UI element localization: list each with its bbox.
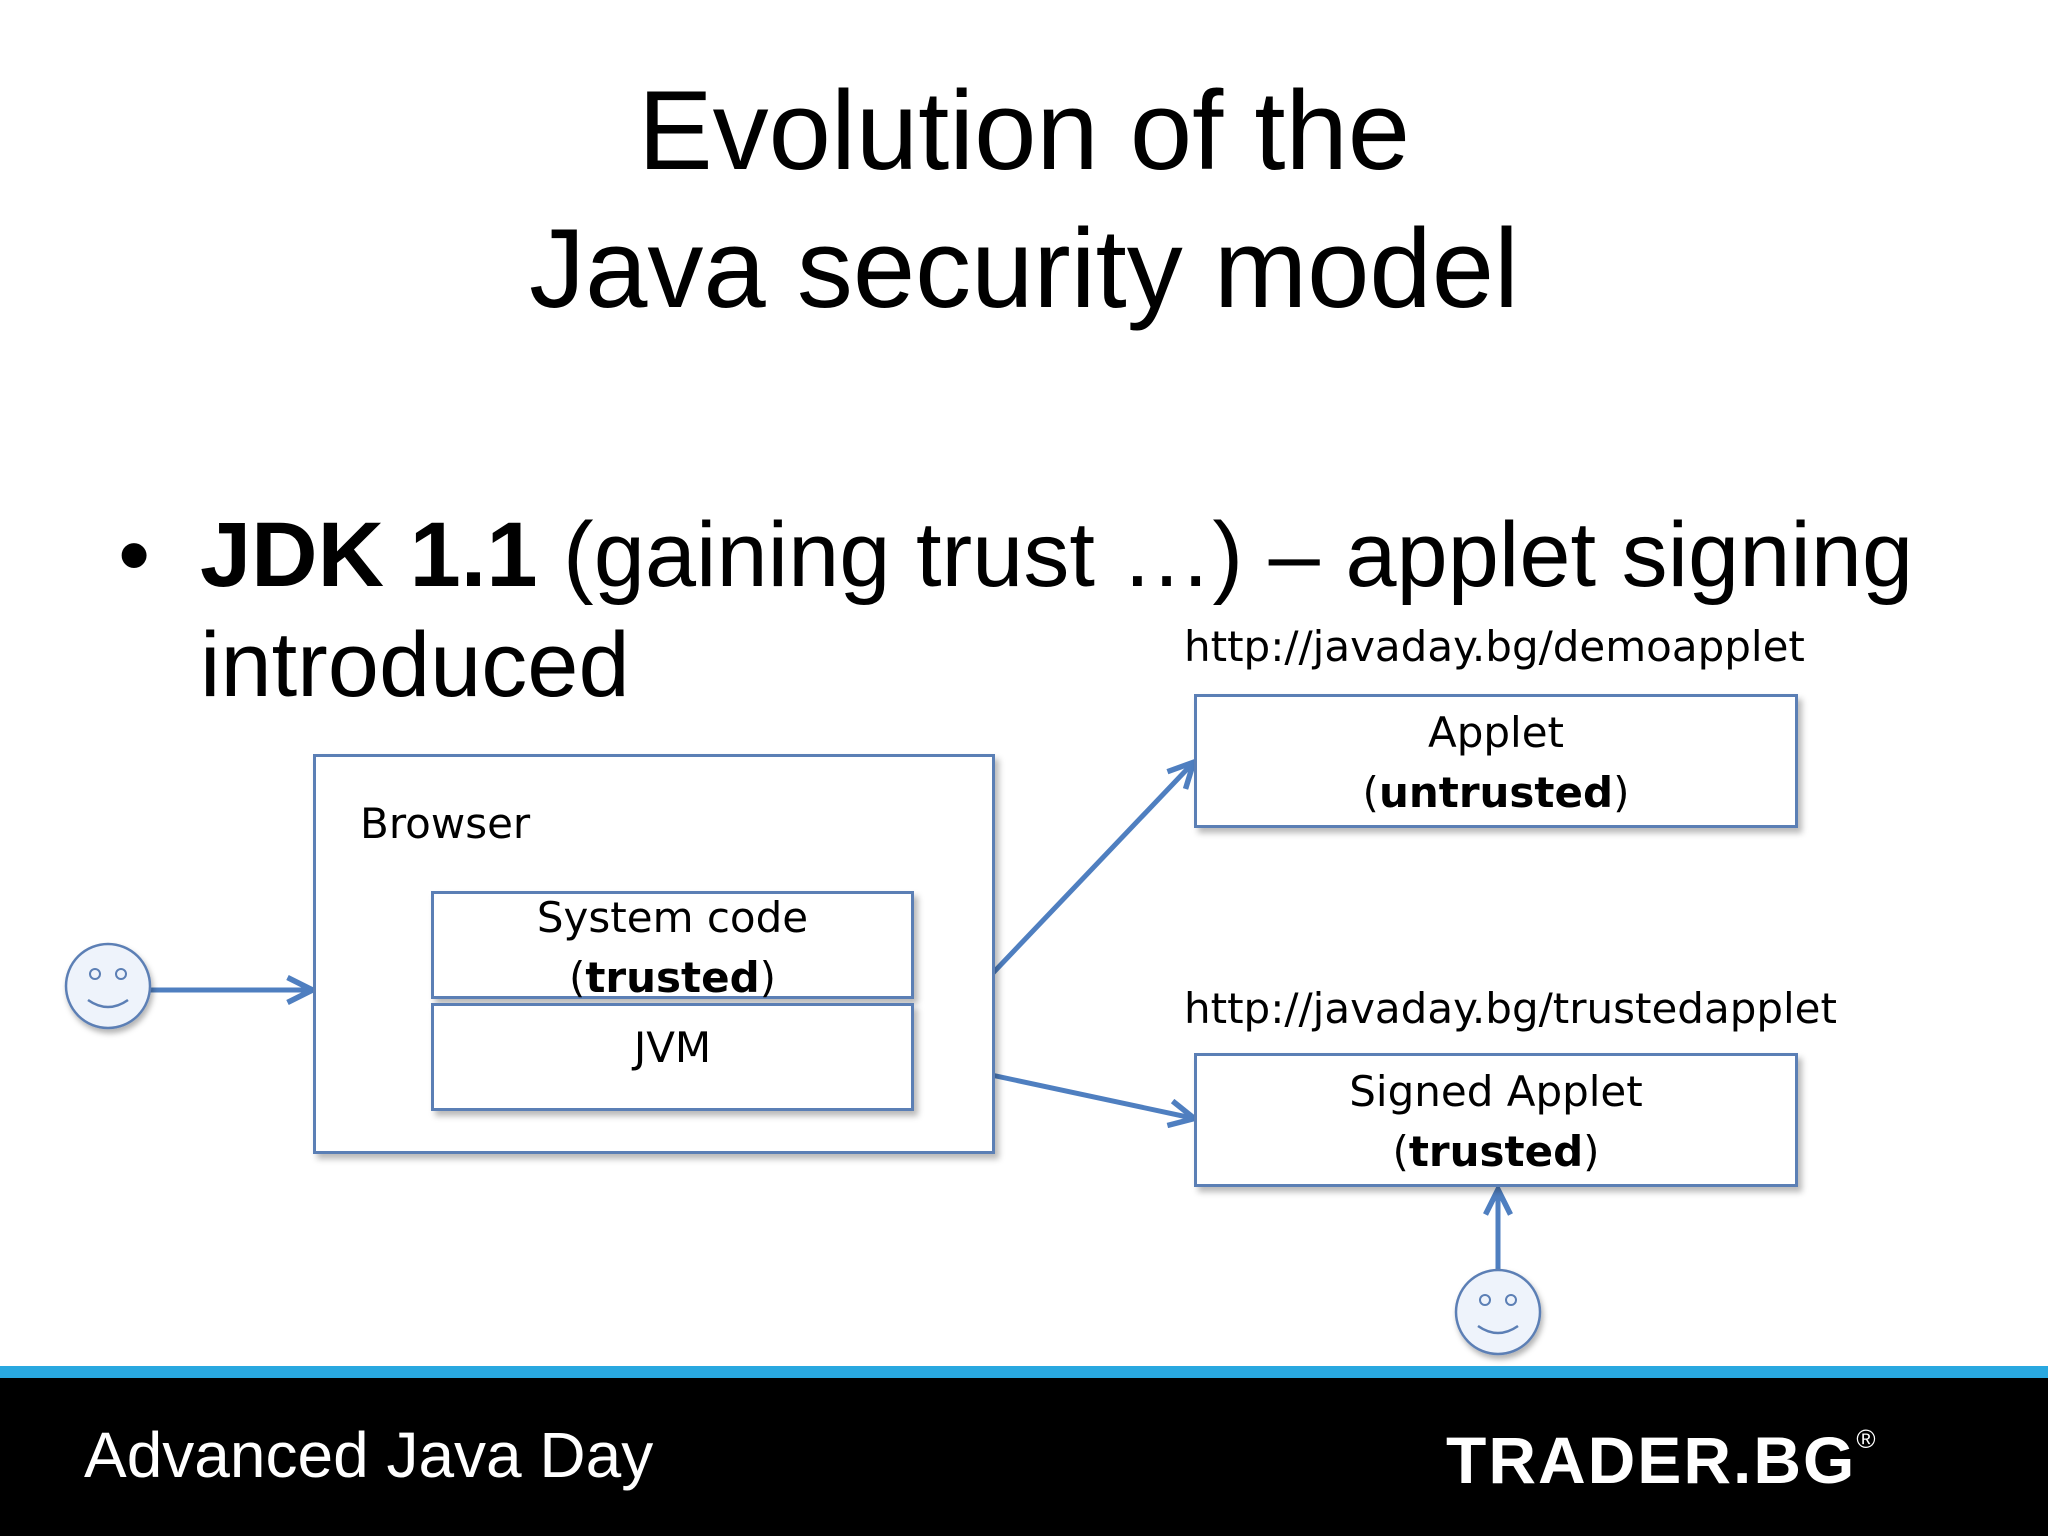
signed-applet-label: Signed Applet (trusted) [1197,1062,1795,1182]
applet-trust: untrusted [1378,768,1614,817]
footer-bar: Advanced Java Day TRADER.BG® [0,1378,2048,1536]
applet-box: Applet (untrusted) [1194,694,1798,828]
user-smiley-icon [64,942,152,1030]
signed-applet-paren-close: ) [1583,1127,1600,1176]
signed-applet-box: Signed Applet (trusted) [1194,1053,1798,1187]
applet-label: Applet (untrusted) [1197,703,1795,823]
slide-title: Evolution of the Java security model [0,62,2048,338]
trader-bg-logo: TRADER.BG® [1446,1422,1878,1498]
bullet-text: JDK 1.1 (gaining trust …) – applet signi… [200,500,2048,720]
bullet-marker: • [118,504,151,606]
footer-title: Advanced Java Day [84,1419,654,1491]
registered-mark: ® [1856,1424,1878,1454]
jvm-box: JVM [431,1003,914,1111]
browser-label: Browser [360,799,531,848]
system-code-box: System code (trusted) [431,891,914,1002]
signed-applet-line1: Signed Applet [1349,1067,1643,1116]
slide-title-line1: Evolution of the [637,68,1411,193]
applet-paren-close: ) [1613,768,1630,817]
signer-smiley-icon [1454,1268,1542,1356]
signed-applet-trust: trusted [1408,1127,1584,1176]
applet-url: http://javaday.bg/demoapplet [1184,622,1805,671]
logo-text: TRADER.BG [1446,1423,1857,1497]
system-code-label: System code (trusted) [434,888,911,1008]
jvm-label: JVM [633,1023,712,1072]
system-code-trust: trusted [585,953,760,1002]
applet-paren-open: ( [1362,768,1379,817]
system-code-paren-open: ( [568,953,586,1002]
system-code-line1: System code [536,893,809,942]
slide-title-line2: Java security model [529,206,1519,331]
applet-line1: Applet [1427,708,1565,757]
signed-applet-paren-open: ( [1392,1127,1409,1176]
footer-stripe [0,1366,2048,1378]
system-code-paren-close: ) [759,953,777,1002]
signed-applet-url: http://javaday.bg/trustedapplet [1184,984,1837,1033]
bullet-bold-text: JDK 1.1 [200,504,538,606]
bullet-rest-text: (gaining trust …) – applet signing intro… [200,504,1914,716]
